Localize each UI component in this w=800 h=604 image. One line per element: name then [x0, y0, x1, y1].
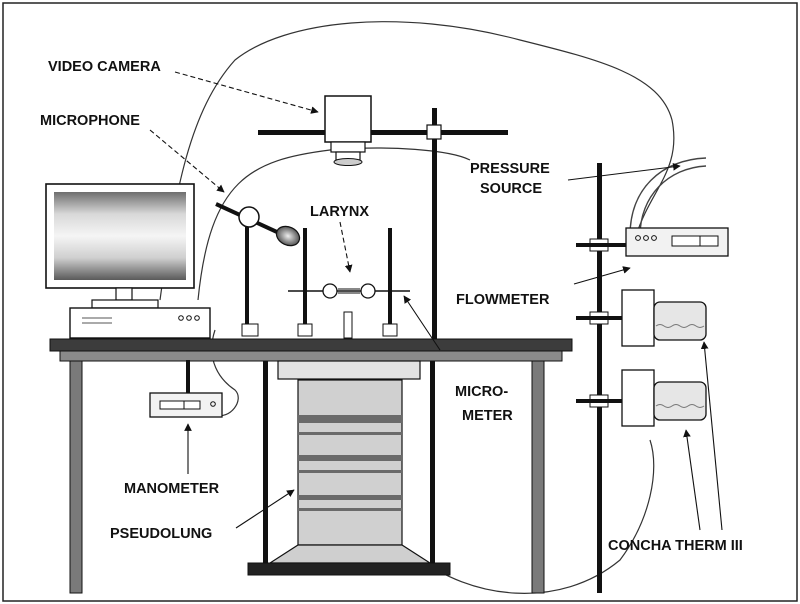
label-pressure-line1: PRESSURE — [470, 161, 550, 177]
pseudolung — [247, 360, 451, 576]
manometer — [149, 360, 223, 418]
concha-therm-upper — [621, 289, 707, 347]
arrow-microphone — [149, 129, 225, 193]
arrow-micrometer — [403, 295, 441, 351]
camera-stand — [258, 108, 508, 340]
thermometer-tube — [414, 439, 655, 594]
microphone — [215, 202, 301, 337]
arrow-flowmeter — [573, 266, 631, 285]
label-video-camera: VIDEO CAMERA — [48, 59, 161, 75]
arrow-video-camera — [174, 71, 319, 114]
label-concha-therm: CONCHA THERM III — [608, 538, 743, 554]
arrow-concha-upper — [700, 341, 723, 531]
label-flowmeter: FLOWMETER — [456, 292, 550, 308]
label-micrometer-line2: METER — [462, 408, 513, 424]
label-manometer: MANOMETER — [124, 481, 220, 497]
arrow-pseudolung — [235, 489, 295, 529]
leader-lines — [149, 71, 723, 531]
pressure-tube — [629, 157, 707, 237]
labels: VIDEO CAMERA MICROPHONE LARYNX PRESSURE … — [40, 59, 743, 554]
camera-cable — [159, 21, 675, 301]
label-microphone: MICROPHONE — [40, 113, 140, 129]
computer — [45, 183, 211, 339]
label-pseudolung: PSEUDOLUNG — [110, 526, 212, 542]
arrow-larynx — [339, 221, 353, 273]
arrow-pressure-source — [567, 163, 681, 181]
label-larynx: LARYNX — [310, 204, 369, 220]
video-camera — [324, 95, 372, 166]
table — [49, 338, 573, 594]
concha-therm-lower — [621, 369, 707, 427]
arrow-concha-lower — [683, 429, 701, 531]
label-pressure-line2: SOURCE — [480, 181, 542, 197]
label-micrometer-line1: MICRO- — [455, 384, 508, 400]
flowmeter-device — [625, 227, 729, 257]
right-stand — [576, 163, 626, 593]
larynx-rig — [288, 228, 410, 339]
